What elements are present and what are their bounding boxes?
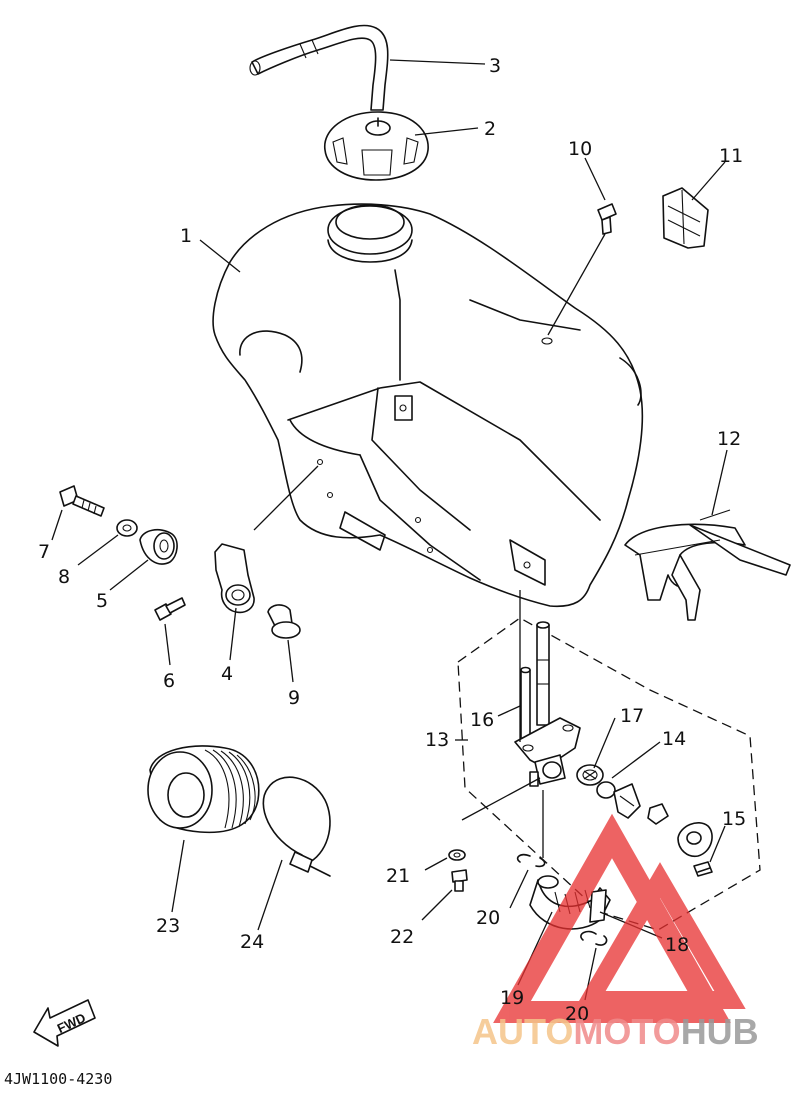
screw-15-part [693,861,713,877]
collar-9-part [267,604,301,639]
breather-hose-part [249,24,389,111]
pipe-16-part [520,621,550,743]
callout-7: 7 [38,541,50,563]
callout-20b: 20 [565,1003,589,1025]
callout-21: 21 [386,865,410,887]
assembly-13-outline [457,617,761,931]
watermark-moto: MOTO [573,1011,680,1052]
watermark-text: AUTOMOTOHUB [472,1011,759,1052]
bracket-4-part [214,543,255,614]
callout-17: 17 [620,705,644,727]
band-24-part [262,776,331,877]
callout-14: 14 [662,728,686,750]
watermark-triangle-left [493,813,731,1023]
washer-21-part [448,849,466,861]
watermark-triangle-right [574,862,746,1009]
fuel-tank-part [212,203,644,608]
callout-8: 8 [58,566,70,588]
callout-13: 13 [425,729,449,751]
clip-11-part [662,187,709,249]
callout-2: 2 [484,118,496,140]
callout-16: 16 [470,709,494,731]
boot-23-part [147,745,260,834]
fuel-cock-body [514,717,581,787]
callout-9: 9 [288,687,300,709]
seal-17-part [576,764,604,786]
lever-parts [613,783,713,858]
washer-8-part [116,519,138,537]
callout-15: 15 [722,808,746,830]
callout-20: 20 [476,907,500,929]
forward-arrow: FWD [33,999,96,1047]
callout-19: 19 [500,987,524,1009]
o-ring-14-part [596,781,616,799]
callout-labels: 3 2 1 10 11 12 7 8 5 6 4 9 16 13 17 14 1… [38,55,746,1025]
grommet-5-part [139,528,178,565]
callout-5: 5 [96,590,108,612]
callout-3: 3 [489,55,501,77]
callout-4: 4 [221,663,233,685]
callout-23: 23 [156,915,180,937]
watermark-auto: AUTO [472,1011,573,1052]
callout-10: 10 [568,138,592,160]
bolt-7-part [59,485,105,517]
clip-20-part [516,853,608,946]
screw-22-part [451,869,468,892]
callout-12: 12 [717,428,741,450]
damper-12-part [624,509,791,621]
callout-1: 1 [180,225,192,247]
callout-22: 22 [390,926,414,948]
part-code: 4JW1100-4230 [4,1070,112,1088]
watermark-logo [493,813,746,1023]
callout-11: 11 [719,145,743,167]
callout-18: 18 [665,934,689,956]
bolt-6-part [154,597,186,621]
fuel-cap-part [324,111,429,181]
bolt-10-part [597,203,617,235]
fwd-arrow-icon [33,999,96,1047]
watermark-hub: HUB [681,1011,759,1052]
callout-6: 6 [163,670,175,692]
callout-24: 24 [240,931,264,953]
